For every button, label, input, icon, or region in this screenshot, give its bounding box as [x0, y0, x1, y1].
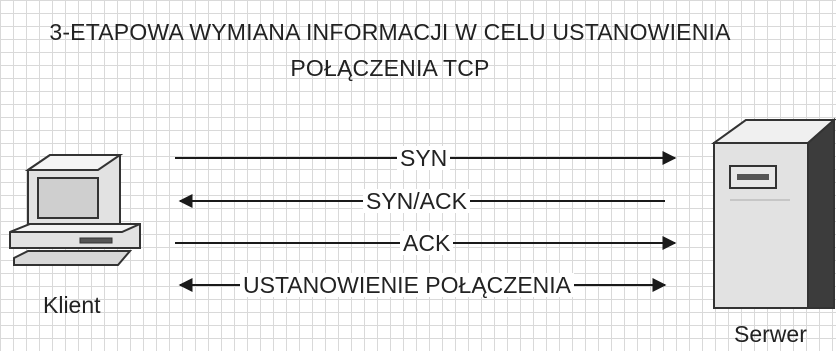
client-computer-icon — [9, 154, 141, 266]
title-line-2: POŁĄCZENIA TCP — [290, 55, 490, 81]
syn-label: SYN — [397, 146, 451, 170]
server-tower-icon — [710, 117, 836, 309]
syn-ack-label: SYN/ACK — [363, 189, 470, 213]
client-label: Klient — [43, 292, 101, 318]
ack-label: ACK — [400, 231, 454, 255]
title-line-1: 3-ETAPOWA WYMIANA INFORMACJI W CELU USTA… — [49, 19, 731, 45]
connection-established-label: USTANOWIENIE POŁĄCZENIA — [240, 273, 575, 297]
diagram-title: 3-ETAPOWA WYMIANA INFORMACJI W CELU USTA… — [0, 14, 780, 86]
server-label: Serwer — [734, 321, 807, 347]
